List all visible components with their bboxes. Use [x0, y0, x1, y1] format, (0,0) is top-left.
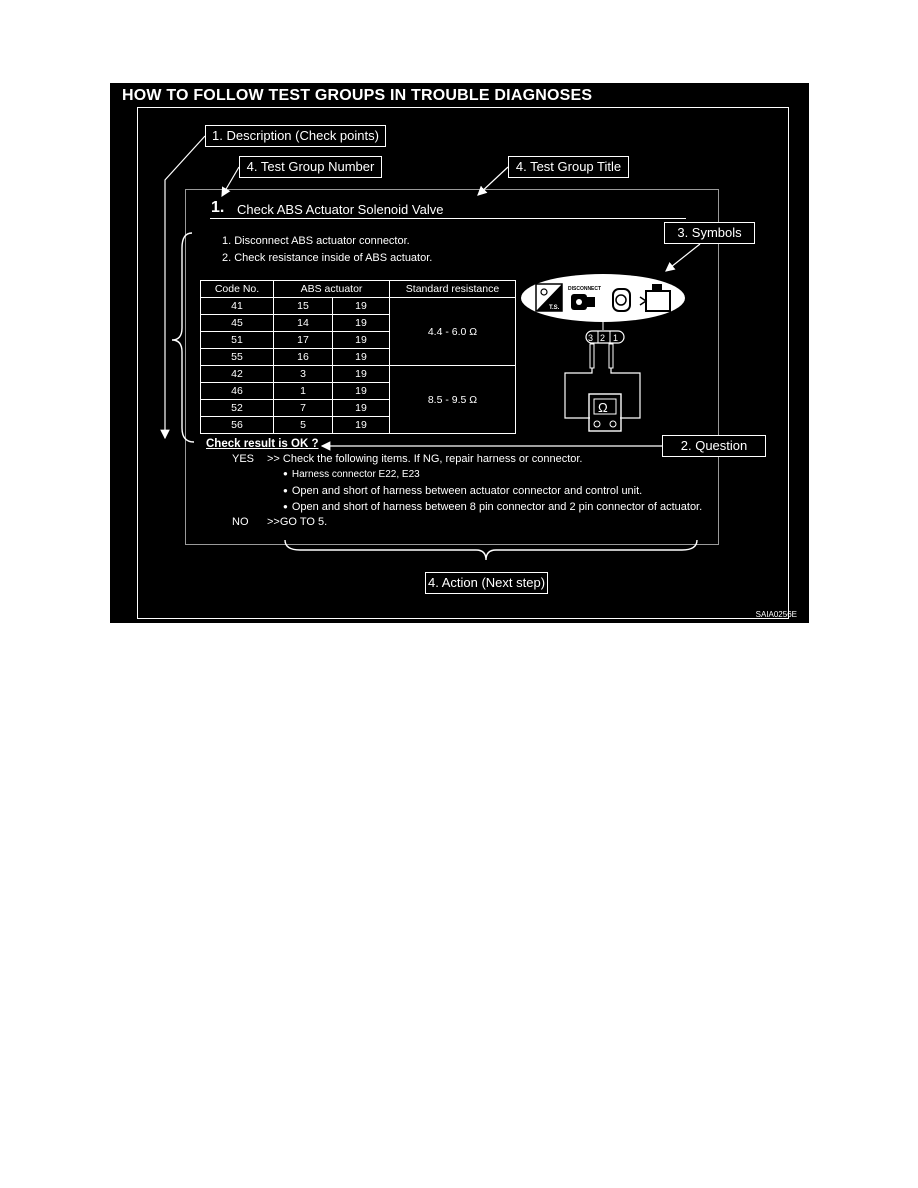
ohm-check-icon: [612, 288, 631, 312]
disconnect-connector-icon: [571, 294, 595, 310]
actuator-unit-icon: [639, 284, 671, 312]
no-label: NO: [232, 516, 249, 525]
ts-label: T.S.: [549, 305, 560, 311]
connector-pin: 3: [588, 333, 593, 343]
table-row: 52 7 19: [200, 399, 516, 417]
resistance-range-cell: 8.5 - 9.5 Ω: [389, 365, 516, 434]
callout-question: 2. Question: [662, 435, 766, 457]
ignition-switch-icon: [535, 283, 563, 312]
table-row: 41 15 19 4.4 - 6.0 Ω: [200, 297, 516, 366]
table-row: 55 16 19: [200, 348, 516, 366]
terminal-cell: 19: [332, 416, 390, 434]
group-title-arrow: [477, 166, 509, 196]
description-brace: [171, 232, 195, 443]
no-action-text: >>GO TO 5.: [267, 516, 328, 525]
callout-description: 1. Description (Check points): [205, 125, 386, 147]
action-brace: [284, 539, 698, 561]
test-group-title: Check ABS Actuator Solenoid Valve: [237, 202, 444, 217]
yes-label: YES: [232, 453, 255, 465]
disconnect-label: DISCONNECT: [568, 286, 601, 292]
group-number-arrow: [221, 166, 240, 198]
connector-pin-block: [585, 330, 625, 344]
connector-pin: 1: [613, 333, 618, 343]
meter-lead-wire: [610, 368, 641, 419]
figure-code: SAIA0256E: [755, 610, 797, 619]
callout-symbols: 3. Symbols: [664, 222, 755, 244]
check-step-1: 1. Disconnect ABS actuator connector.: [222, 235, 410, 247]
code-cell: 56: [200, 416, 274, 434]
yes-check-item: Open and short of harness between 8 pin …: [283, 501, 702, 513]
connector-pin: 2: [600, 333, 605, 343]
yes-action-text: >> Check the following items. If NG, rep…: [267, 453, 583, 465]
ohmmeter-icon: [588, 393, 622, 432]
diagnosis-figure: HOW TO FOLLOW TEST GROUPS IN TROUBLE DIA…: [110, 83, 809, 623]
callout-group-number: 4. Test Group Number: [239, 156, 382, 178]
figure-heading: HOW TO FOLLOW TEST GROUPS IN TROUBLE DIA…: [122, 87, 593, 104]
symbols-arrow: [665, 243, 701, 272]
test-group-number: 1.: [211, 199, 225, 216]
callout-action: 4. Action (Next step): [425, 572, 548, 594]
table-row: 56 5 19: [200, 416, 516, 434]
diagram-overlay: T.S. DISCONNECT 3 2 1: [160, 135, 701, 561]
test-group-card: [185, 189, 719, 545]
title-rule: [210, 218, 686, 219]
check-step-2: 2. Check resistance inside of ABS actuat…: [222, 252, 433, 264]
table-row: 42 3 19 8.5 - 9.5 Ω: [200, 365, 516, 434]
yes-check-item: Open and short of harness between actuat…: [283, 485, 642, 497]
callout-group-title: 4. Test Group Title: [508, 156, 629, 178]
resistance-table: Code No. ABS actuator Standard resistanc…: [200, 280, 516, 434]
question-text: Check result is OK ?: [206, 438, 319, 450]
figure-frame: [137, 107, 789, 619]
meter-lead-wire: [564, 368, 593, 419]
meter-ohm-symbol: Ω: [598, 400, 608, 415]
description-arrow: [160, 135, 206, 440]
yes-check-item: Harness connector E22, E23: [283, 469, 420, 480]
